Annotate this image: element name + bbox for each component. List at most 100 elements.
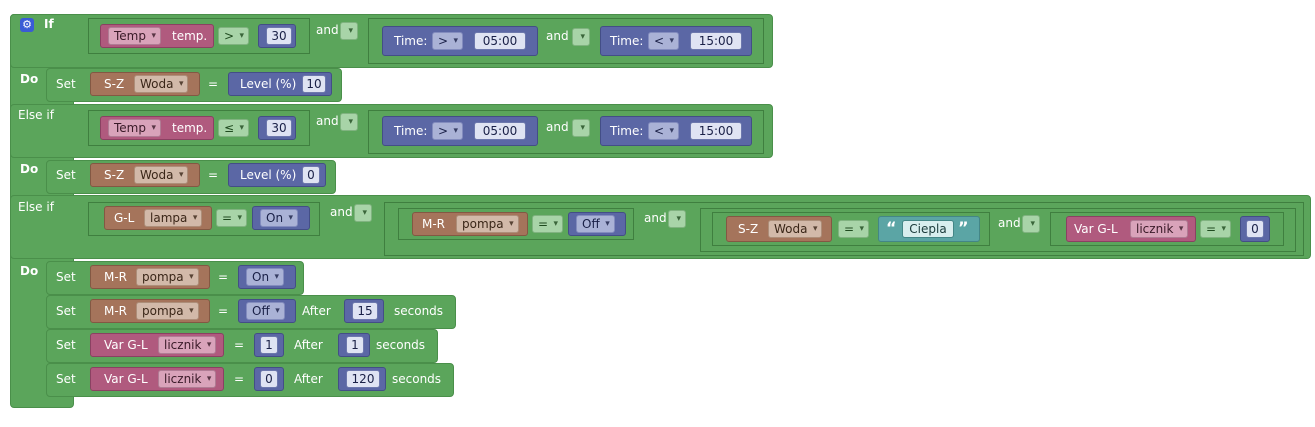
- condition3-b-value-dropdown[interactable]: Off: [576, 215, 615, 233]
- condition1-time-and-label: and: [546, 29, 569, 43]
- action3-1-delay[interactable]: 15: [352, 302, 378, 320]
- condition3-c-device-dropdown[interactable]: Woda: [768, 220, 823, 238]
- condition2-time1-op-dropdown[interactable]: >: [432, 122, 464, 140]
- action2-property-label: Level (%): [240, 168, 297, 182]
- condition3-c-op-dropdown[interactable]: =: [838, 220, 870, 238]
- condition3-a-device-dropdown[interactable]: lampa: [144, 209, 203, 227]
- action3-3-seconds-label: seconds: [392, 372, 442, 386]
- action3-3-set-label: Set: [56, 372, 76, 386]
- condition1-time2-op-dropdown[interactable]: <: [648, 32, 680, 50]
- condition1-time2-value[interactable]: 15:00: [690, 32, 742, 50]
- condition2-operator-dropdown[interactable]: ≤: [218, 119, 250, 137]
- quote-open-icon: “: [886, 218, 897, 237]
- condition2-time2-label: Time:: [610, 124, 644, 138]
- action1-device-type: S-Z: [104, 77, 125, 91]
- do2-label: Do: [20, 162, 39, 176]
- action3-3-device-dropdown[interactable]: licznik: [158, 370, 217, 388]
- action1-value[interactable]: 10: [302, 75, 326, 93]
- condition3-d-value[interactable]: 0: [1246, 220, 1264, 238]
- condition3-d-device-dropdown[interactable]: licznik: [1130, 220, 1189, 238]
- condition2-time2-value[interactable]: 15:00: [690, 122, 742, 140]
- condition3-b-op-dropdown[interactable]: =: [532, 215, 564, 233]
- action1-device-dropdown[interactable]: Woda: [134, 75, 189, 93]
- condition2-time-group: [368, 110, 764, 154]
- action2-device-dropdown[interactable]: Woda: [134, 166, 189, 184]
- action1-property-label: Level (%): [240, 77, 297, 91]
- action3-3-delay[interactable]: 120: [346, 370, 380, 388]
- action3-1-set-label: Set: [56, 304, 76, 318]
- action1-set-label: Set: [56, 77, 76, 91]
- condition3-and2-label: and: [644, 211, 667, 225]
- condition1-time1-value[interactable]: 05:00: [474, 32, 526, 50]
- action3-2-device-type: Var G-L: [104, 338, 148, 352]
- condition3-a-value-dropdown[interactable]: On: [260, 209, 299, 227]
- action3-1-device-dropdown[interactable]: pompa: [136, 302, 199, 320]
- action3-2-set-label: Set: [56, 338, 76, 352]
- action3-2-equals: =: [234, 338, 245, 352]
- condition2-and-dropdown[interactable]: [340, 113, 358, 131]
- action3-1-device-type: M-R: [104, 304, 128, 318]
- condition2-time-and-dropdown[interactable]: [572, 119, 590, 137]
- condition2-device-label: temp.: [172, 121, 208, 135]
- action3-3-device-type: Var G-L: [104, 372, 148, 386]
- action2-set-label: Set: [56, 168, 76, 182]
- action1-equals: =: [208, 77, 219, 91]
- condition1-and-dropdown[interactable]: [340, 22, 358, 40]
- condition3-and1-label: and: [330, 205, 353, 219]
- condition2-value[interactable]: 30: [266, 119, 292, 137]
- elseif1-label: Else if: [18, 108, 54, 122]
- condition1-time-group: [368, 18, 764, 64]
- condition3-b-type: M-R: [422, 217, 446, 231]
- condition1-time2-label: Time:: [610, 34, 644, 48]
- condition1-time1-label: Time:: [394, 34, 428, 48]
- condition3-and1-dropdown[interactable]: [354, 204, 372, 222]
- condition2-time1-value[interactable]: 05:00: [474, 122, 526, 140]
- condition1-device-label: temp.: [172, 29, 208, 43]
- condition2-and-label: and: [316, 114, 339, 128]
- condition1-time1-op-dropdown[interactable]: >: [432, 32, 464, 50]
- condition1-device-type-dropdown[interactable]: Temp: [108, 27, 161, 45]
- action3-1-value-dropdown[interactable]: Off: [246, 302, 285, 320]
- action3-3-value[interactable]: 0: [260, 370, 278, 388]
- condition3-c-type: S-Z: [738, 222, 759, 236]
- condition3-and2-dropdown[interactable]: [668, 210, 686, 228]
- action3-1-after-label: After: [302, 304, 331, 318]
- elseif2-label: Else if: [18, 200, 54, 214]
- condition3-and3-label: and: [998, 216, 1021, 230]
- action3-1-seconds-label: seconds: [394, 304, 444, 318]
- condition3-and3-dropdown[interactable]: [1022, 215, 1040, 233]
- action2-equals: =: [208, 168, 219, 182]
- condition3-outer-group: [384, 202, 1304, 256]
- condition1-operator-dropdown[interactable]: >: [218, 27, 250, 45]
- action2-device-type: S-Z: [104, 168, 125, 182]
- quote-close-icon: ”: [958, 218, 969, 237]
- condition3-d-op-dropdown[interactable]: =: [1200, 220, 1232, 238]
- condition2-time2-op-dropdown[interactable]: <: [648, 122, 680, 140]
- action3-0-set-label: Set: [56, 270, 76, 284]
- action3-2-delay[interactable]: 1: [346, 336, 364, 354]
- condition1-value[interactable]: 30: [266, 27, 292, 45]
- action3-2-after-label: After: [294, 338, 323, 352]
- condition3-a-op-dropdown[interactable]: =: [216, 209, 248, 227]
- action3-2-value[interactable]: 1: [260, 336, 278, 354]
- condition3-b-device-dropdown[interactable]: pompa: [456, 215, 519, 233]
- condition3-inner-group: [700, 208, 1296, 252]
- action3-0-device-type: M-R: [104, 270, 128, 284]
- action3-2-device-dropdown[interactable]: licznik: [158, 336, 217, 354]
- action3-0-value-dropdown[interactable]: On: [246, 268, 285, 286]
- condition3-d-type: Var G-L: [1074, 222, 1118, 236]
- action2-value[interactable]: 0: [302, 166, 320, 184]
- action3-0-equals: =: [218, 270, 229, 284]
- action3-0-device-dropdown[interactable]: pompa: [136, 268, 199, 286]
- condition2-time1-label: Time:: [394, 124, 428, 138]
- condition2-time-and-label: and: [546, 120, 569, 134]
- action3-3-after-label: After: [294, 372, 323, 386]
- condition2-device-type-dropdown[interactable]: Temp: [108, 119, 161, 137]
- condition3-c-value[interactable]: Ciepla: [902, 220, 954, 238]
- action3-2-seconds-label: seconds: [376, 338, 426, 352]
- gear-icon[interactable]: ⚙: [20, 18, 34, 32]
- if-label: If: [44, 17, 54, 31]
- condition1-and-label: and: [316, 23, 339, 37]
- do3-label: Do: [20, 264, 39, 278]
- condition1-time-and-dropdown[interactable]: [572, 28, 590, 46]
